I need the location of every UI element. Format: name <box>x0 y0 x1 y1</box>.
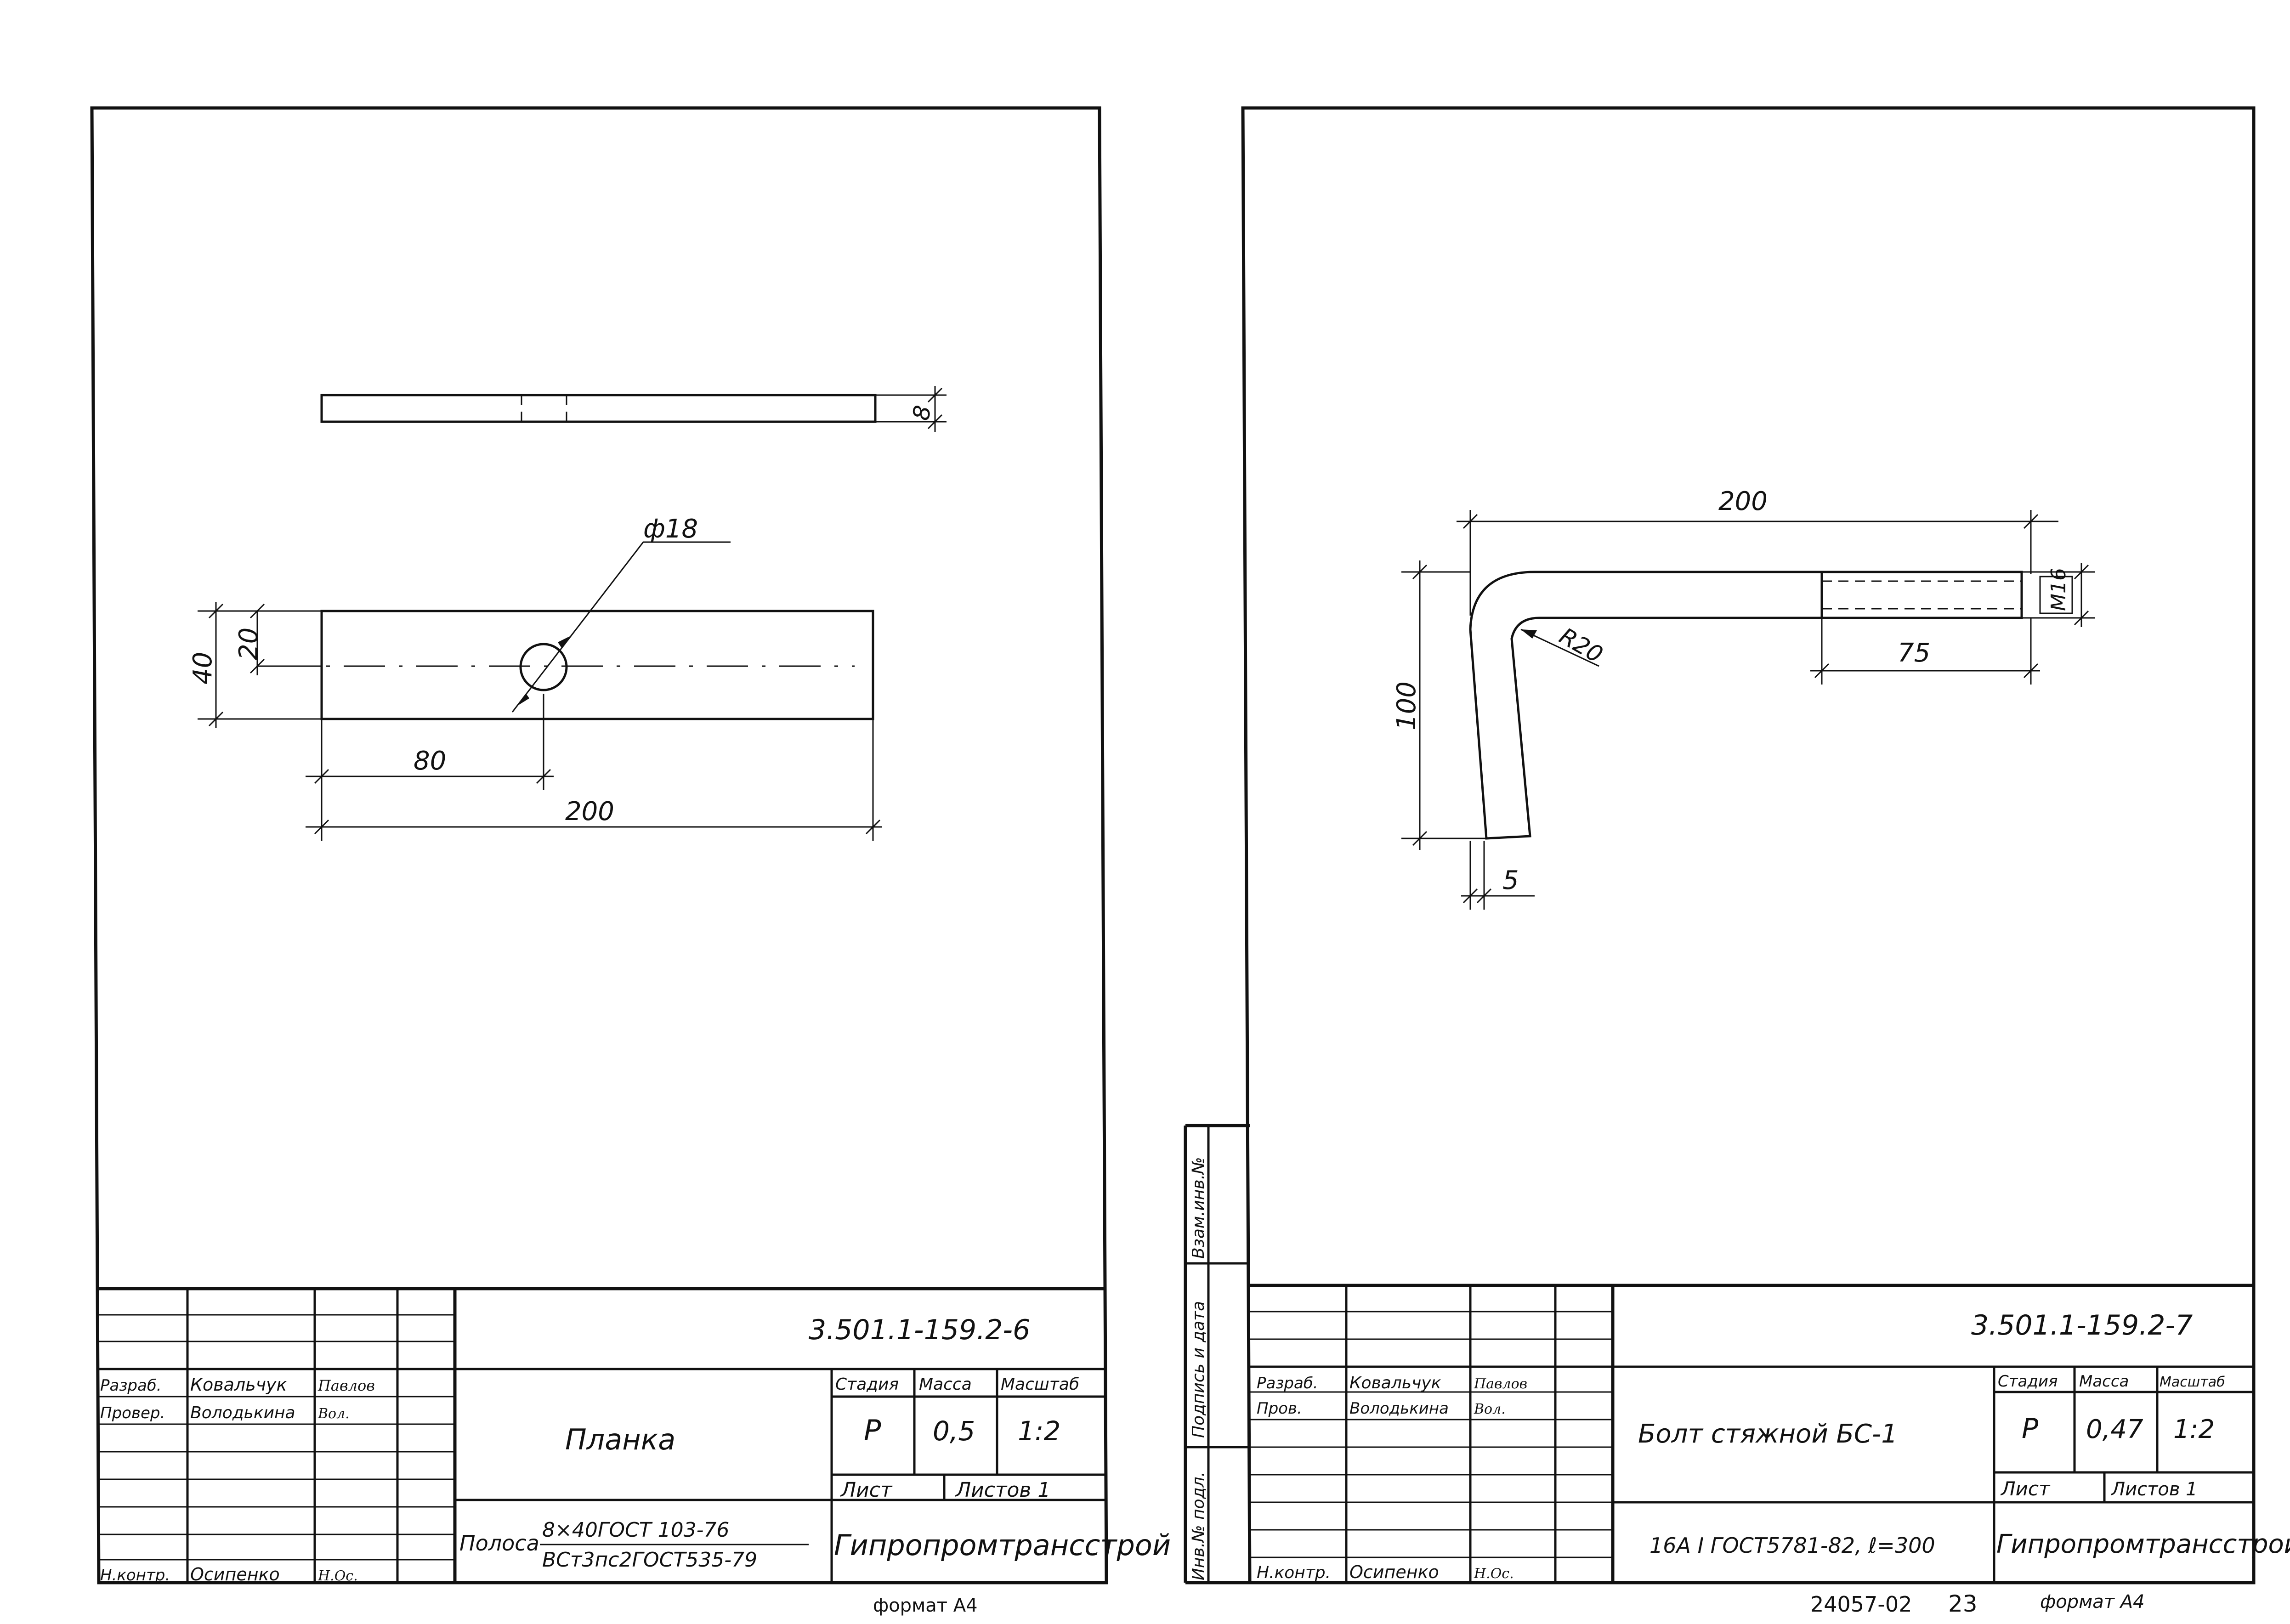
left-organization: Гипропромтрансстрой <box>834 1528 1171 1562</box>
right-name-3: Осипенко <box>1349 1562 1439 1582</box>
right-dim-length: 200 <box>1718 487 1768 516</box>
right-stamp-inventory: Инв.№ подл. <box>1189 1471 1208 1580</box>
right-mass-header: Масса <box>2079 1372 2129 1391</box>
right-signature-1: Павлов <box>1474 1376 1527 1392</box>
left-role-2: Провер. <box>100 1404 165 1422</box>
right-role-3: Н.контр. <box>1257 1563 1331 1582</box>
right-stamp-signature: Подпись и дата <box>1189 1301 1208 1438</box>
right-stage: Р <box>2022 1413 2039 1445</box>
right-role-2: Пров. <box>1257 1399 1302 1418</box>
left-dim-length: 200 <box>565 797 614 826</box>
right-signature-2: Вол. <box>1474 1401 1506 1417</box>
right-organization: Гипропромтрансстрой <box>1996 1529 2290 1559</box>
right-material: 16А I ГОСТ5781-82, ℓ=300 <box>1649 1533 1935 1558</box>
left-role-3: Н.контр. <box>100 1566 170 1584</box>
left-scale: 1:2 <box>1018 1415 1060 1447</box>
right-dim-thread: М16 <box>2047 568 2070 611</box>
left-mass: 0,5 <box>933 1415 975 1447</box>
left-mass-header: Масса <box>919 1375 972 1394</box>
right-dim-end: 5 <box>1502 866 1519 895</box>
right-dim-radius: R20 <box>1555 622 1607 668</box>
left-plate-plan-view: ф18 40 20 80 200 <box>188 514 882 841</box>
left-signature-2: Вол. <box>317 1406 350 1422</box>
left-sheet-frame <box>90 106 1108 1584</box>
left-scale-header: Масштаб <box>1001 1375 1079 1394</box>
left-stage-header: Стадия <box>835 1375 899 1394</box>
right-drawing-sheet: Взам.инв.№ Подпись и дата Инв.№ подл. <box>1184 106 2290 1617</box>
left-role-1: Разраб. <box>100 1376 162 1395</box>
right-stage-header: Стадия <box>1998 1372 2058 1391</box>
left-material-top: 8×40ГОСТ 103-76 <box>542 1518 729 1542</box>
left-drawing-sheet: 3.501.1-159.2-6 Стадия Масса Масштаб Пла… <box>90 106 1171 1616</box>
right-page-number: 23 <box>1948 1590 1978 1617</box>
right-dim-thread-length: 75 <box>1898 638 1930 668</box>
right-scale-header: Масштаб <box>2160 1374 2225 1390</box>
right-archive-number: 24057-02 <box>1810 1592 1912 1617</box>
right-stamp-replace: Взам.инв.№ <box>1189 1157 1208 1259</box>
right-mass: 0,47 <box>2086 1415 2143 1444</box>
left-name-3: Осипенко <box>190 1564 280 1584</box>
left-signature-3: Н.Ос. <box>317 1568 358 1584</box>
right-format-label: формат А4 <box>2040 1591 2145 1613</box>
right-bolt-drawing: 200 М16 R20 75 100 <box>1392 487 2095 910</box>
left-plate-hole <box>519 643 568 691</box>
left-part-title: Планка <box>565 1423 675 1456</box>
right-side-stamp: Взам.инв.№ Подпись и дата Инв.№ подл. <box>1184 1124 1250 1584</box>
right-role-1: Разраб. <box>1257 1374 1318 1392</box>
left-dim-hole-offset: 80 <box>414 746 446 776</box>
left-plate-side-view: 8 <box>320 386 947 432</box>
right-dim-height: 100 <box>1392 681 1422 730</box>
right-sheet-label: Лист <box>2000 1477 2051 1500</box>
left-dim-hole: ф18 <box>643 514 698 544</box>
right-title-block: 3.501.1-159.2-7 Стадия Масса Масштаб Бол… <box>1249 1284 2290 1583</box>
left-sheets-label: Листов 1 <box>955 1478 1050 1502</box>
left-stage: Р <box>864 1414 881 1447</box>
left-signature-1: Павлов <box>317 1377 375 1394</box>
right-name-1: Ковальчук <box>1349 1374 1441 1392</box>
left-material-prefix: Полоса <box>459 1531 539 1556</box>
right-part-title: Болт стяжной БС-1 <box>1638 1419 1898 1449</box>
right-signature-3: Н.Ос. <box>1474 1566 1514 1582</box>
right-sheets-label: Листов 1 <box>2110 1479 2198 1500</box>
right-sheet-frame <box>1241 106 2256 1584</box>
left-doc-number: 3.501.1-159.2-6 <box>809 1314 1030 1346</box>
left-name-1: Ковальчук <box>190 1375 287 1395</box>
right-scale: 1:2 <box>2173 1415 2215 1444</box>
left-title-block: 3.501.1-159.2-6 Стадия Масса Масштаб Пла… <box>98 1287 1171 1584</box>
left-sheet-label: Лист <box>840 1478 893 1502</box>
left-format-label: формат А4 <box>873 1595 978 1616</box>
left-dim-thickness: 8 <box>907 403 936 422</box>
bolt-outline <box>1469 571 2023 840</box>
left-dim-half-width: 20 <box>234 628 264 660</box>
right-doc-number: 3.501.1-159.2-7 <box>1971 1309 2193 1341</box>
left-name-2: Володькина <box>190 1403 295 1422</box>
left-material-bottom: ВСт3пс2ГОСТ535-79 <box>542 1548 757 1572</box>
right-name-2: Володькина <box>1349 1399 1449 1418</box>
left-dim-width: 40 <box>188 652 218 685</box>
